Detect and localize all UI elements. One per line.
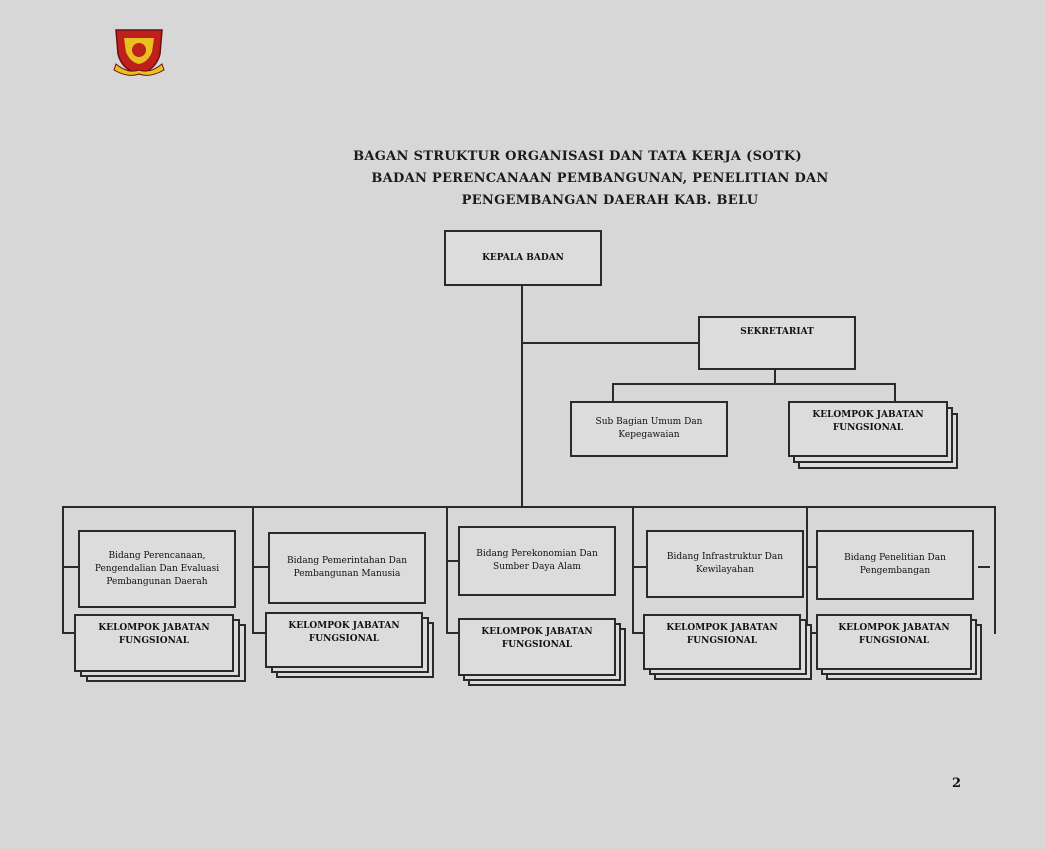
connector-tick-5 <box>806 566 816 568</box>
connector-tick-4b <box>632 632 644 634</box>
title-line-2: BADAN PERENCANAAN PEMBANGUNAN, PENELITIA… <box>371 171 829 186</box>
connector-div-2 <box>252 506 254 634</box>
bidang-2-label: Bidang Pemerintahan Dan Pembangunan Manu… <box>286 556 408 579</box>
connector-sub-left <box>612 383 614 401</box>
box-bidang-1: Bidang Perencanaan, Pengendalian Dan Eva… <box>78 530 236 608</box>
connector-tick-4 <box>632 566 646 568</box>
box-kelompok-3: KELOMPOK JABATAN FUNGSIONAL <box>458 618 616 676</box>
box-bidang-2: Bidang Pemerintahan Dan Pembangunan Manu… <box>268 532 426 604</box>
connector-dash-right <box>978 566 990 568</box>
bidang-1-label: Bidang Perencanaan, Pengendalian Dan Eva… <box>94 550 220 587</box>
connector-tick-2b <box>252 632 266 634</box>
page-number: 2 <box>952 776 962 791</box>
connector-sekretariat-down <box>774 368 776 384</box>
kelompok-label: KELOMPOK JABATAN FUNGSIONAL <box>812 410 924 433</box>
connector-sub-h <box>612 383 896 385</box>
kelompok-label: KELOMPOK JABATAN FUNGSIONAL <box>288 621 400 644</box>
box-kelompok-2: KELOMPOK JABATAN FUNGSIONAL <box>265 612 423 668</box>
connector-kepala-down <box>521 284 523 506</box>
box-kelompok-1: KELOMPOK JABATAN FUNGSIONAL <box>74 614 234 672</box>
connector-div-4 <box>632 506 634 634</box>
connector-tick-1b <box>62 632 74 634</box>
connector-tick-2 <box>252 566 268 568</box>
kelompok-label: KELOMPOK JABATAN FUNGSIONAL <box>481 627 593 650</box>
kelompok-label: KELOMPOK JABATAN FUNGSIONAL <box>98 623 210 646</box>
connector-tick-3b <box>446 632 458 634</box>
connector-tick-1 <box>62 566 78 568</box>
connector-tick-3 <box>446 560 458 562</box>
box-kelompok-5: KELOMPOK JABATAN FUNGSIONAL <box>816 614 972 670</box>
connector-div-3 <box>446 506 448 634</box>
box-sekretariat: SEKRETARIAT <box>698 316 856 370</box>
box-sub-bagian-label: Sub Bagian Umum Dan Kepegawaian <box>595 417 703 440</box>
connector-sekretariat-h <box>521 342 699 344</box>
regency-emblem-icon <box>113 29 165 76</box>
connector-bidang-h <box>62 506 996 508</box>
bidang-3-label: Bidang Perekonomian Dan Sumber Daya Alam <box>476 549 598 572</box>
box-kepala-badan-label: KEPALA BADAN <box>482 252 564 263</box>
box-sub-bagian: Sub Bagian Umum Dan Kepegawaian <box>570 401 728 457</box>
box-kelompok-4: KELOMPOK JABATAN FUNGSIONAL <box>643 614 801 670</box>
connector-sub-right <box>894 383 896 401</box>
box-bidang-5: Bidang Penelitian Dan Pengembangan <box>816 530 974 600</box>
box-bidang-4: Bidang Infrastruktur Dan Kewilayahan <box>646 530 804 598</box>
kelompok-label: KELOMPOK JABATAN FUNGSIONAL <box>666 623 778 646</box>
bidang-4-label: Bidang Infrastruktur Dan Kewilayahan <box>666 552 784 575</box>
chart-title: BAGAN STRUKTUR ORGANISASI DAN TATA KERJA… <box>300 146 900 212</box>
connector-div-5 <box>806 506 808 634</box>
box-sekretariat-label: SEKRETARIAT <box>740 327 814 337</box>
title-line-3: PENGEMBANGAN DAERAH KAB. BELU <box>461 193 759 208</box>
box-kelompok-sekretariat: KELOMPOK JABATAN FUNGSIONAL <box>788 401 948 457</box>
connector-bidang-right-end <box>994 506 996 634</box>
title-line-1: BAGAN STRUKTUR ORGANISASI DAN TATA KERJA… <box>353 149 802 164</box>
box-kepala-badan: KEPALA BADAN <box>444 230 602 286</box>
connector-bidang-left-end <box>62 506 64 634</box>
bidang-5-label: Bidang Penelitian Dan Pengembangan <box>844 553 946 576</box>
box-bidang-3: Bidang Perekonomian Dan Sumber Daya Alam <box>458 526 616 596</box>
kelompok-label: KELOMPOK JABATAN FUNGSIONAL <box>838 623 950 646</box>
